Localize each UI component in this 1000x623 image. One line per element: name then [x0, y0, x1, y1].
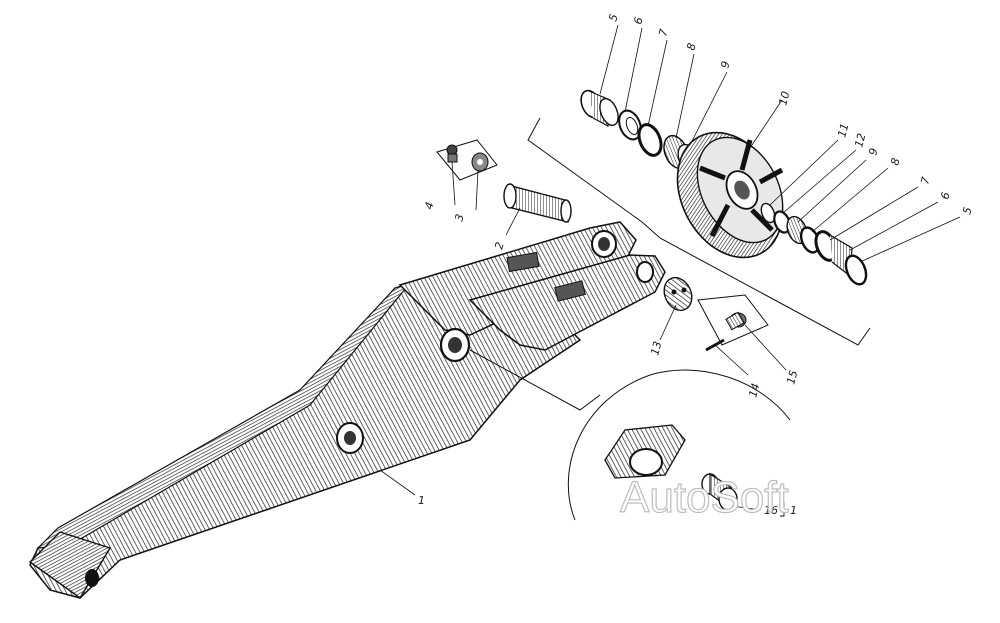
label-11: 11	[835, 122, 851, 139]
lever-arm-body	[29, 287, 582, 599]
bolt-15	[725, 311, 747, 331]
label-15: 15	[784, 369, 800, 386]
fork-clip-1	[506, 251, 540, 273]
axle-pin	[503, 183, 572, 223]
lever-arm	[28, 221, 666, 600]
cover-plate-13	[663, 276, 693, 312]
label-8-top: 8	[684, 42, 698, 52]
label-1-detail: 1	[790, 504, 797, 517]
fork-eye-lower	[636, 261, 654, 283]
grease-fitting	[446, 144, 458, 163]
label-10: 10	[776, 90, 792, 107]
label-13: 13	[648, 340, 664, 357]
bushing-16	[701, 472, 738, 512]
leader-lines	[379, 24, 961, 511]
ring-5-right	[844, 254, 868, 286]
lever-center-hole	[344, 431, 356, 445]
ring-11	[760, 202, 776, 224]
label-7-top: 7	[656, 28, 670, 38]
label-2: 2	[492, 241, 506, 251]
label-9-top: 9	[718, 60, 732, 70]
ring-6-left	[618, 109, 642, 141]
grease-fitting-group	[436, 139, 498, 181]
label-5-right: 5	[960, 206, 974, 216]
detail-bore	[629, 448, 663, 476]
label-7-right: 7	[918, 176, 932, 186]
seal-ring-5-left	[580, 89, 619, 127]
label-9-right: 9	[866, 147, 880, 157]
label-5-top: 5	[606, 13, 620, 23]
bolt-group-bracket	[697, 294, 769, 346]
label-6-top: 6	[631, 16, 645, 26]
label-6-right: 6	[938, 191, 952, 201]
ring-7-left	[637, 123, 663, 157]
label-4: 4	[422, 201, 436, 211]
label-14: 14	[746, 382, 762, 399]
lever-arm-end	[28, 531, 112, 600]
label-12: 12	[852, 132, 868, 149]
fork-clip-2	[554, 280, 586, 302]
adapter-nut	[471, 152, 489, 172]
wheel-disk-10	[676, 131, 784, 259]
hub-assembly	[527, 89, 871, 346]
lever-fork-lower	[468, 254, 666, 351]
label-3: 3	[452, 213, 466, 223]
lever-end-hole	[85, 569, 99, 587]
part-labels: 5 6 7 8 9 10 11 12 9 8 7 6 5 4 3 2 13 14…	[418, 13, 975, 517]
label-16: 16	[764, 504, 778, 517]
detail-callout	[469, 349, 791, 521]
watermark: AutoSoft	[620, 473, 789, 522]
label-1: 1	[418, 494, 425, 507]
label-8-right: 8	[888, 157, 902, 167]
